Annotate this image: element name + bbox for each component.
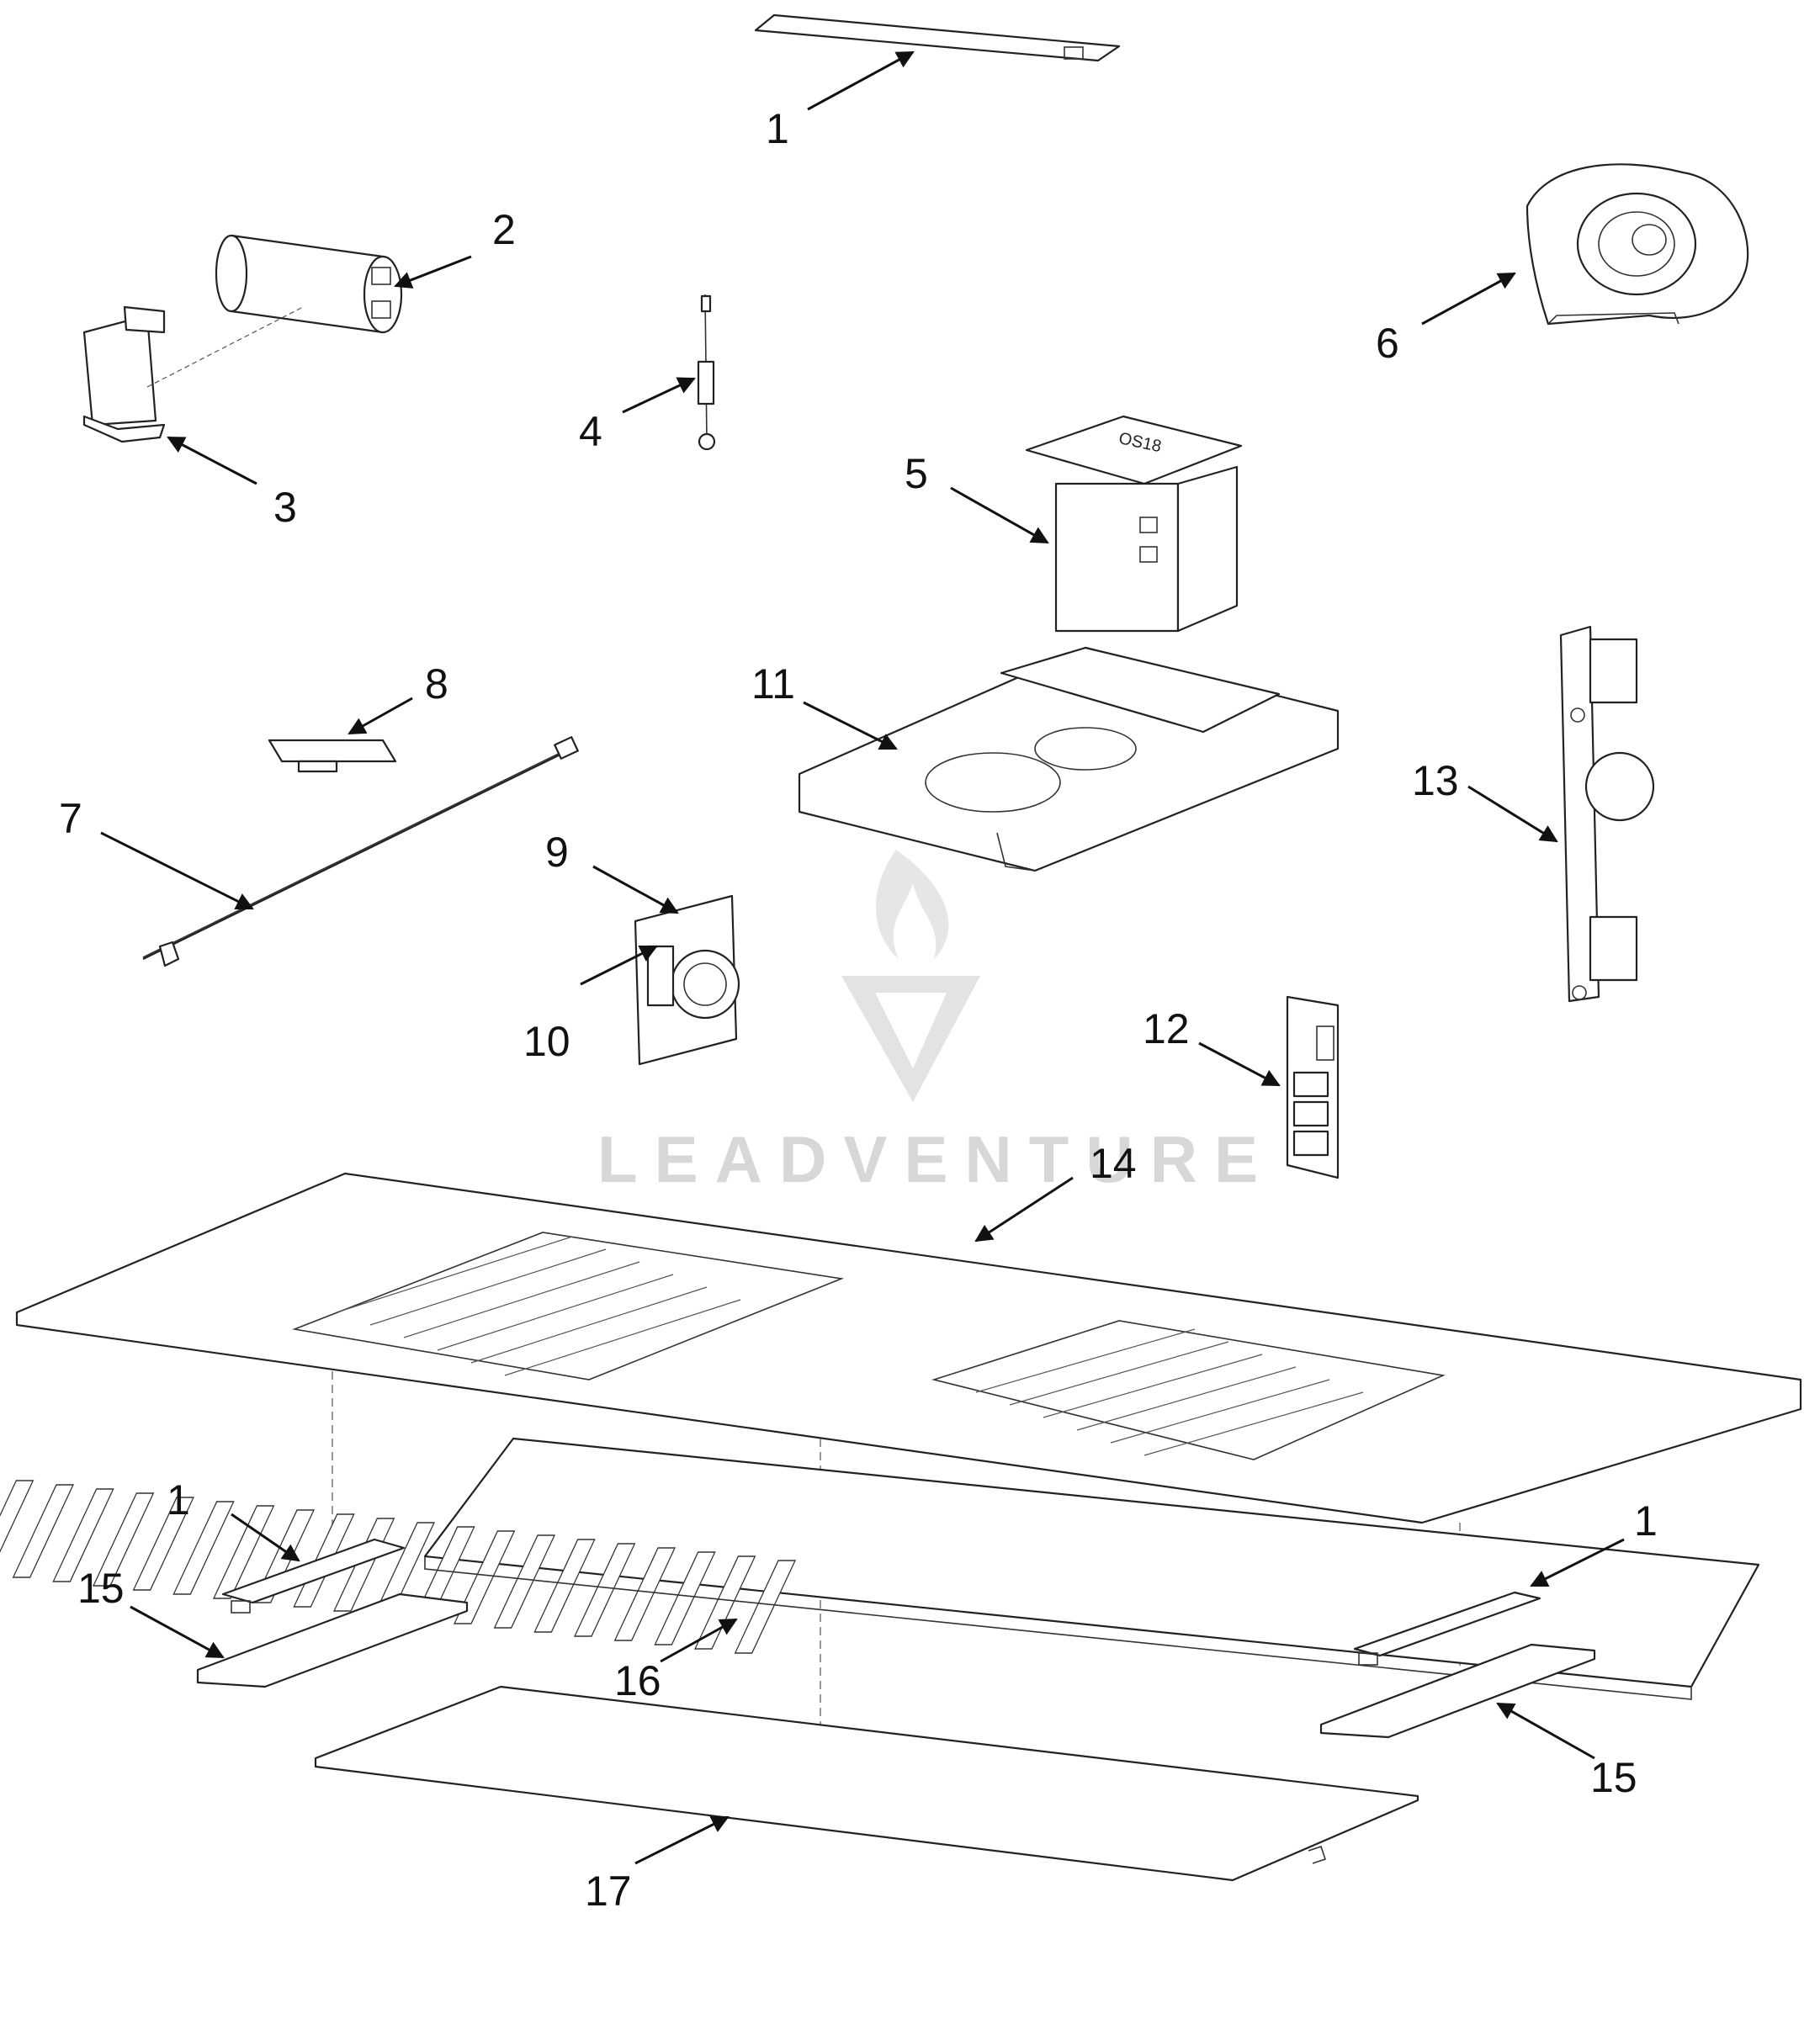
callout-13: 13 (1412, 757, 1459, 804)
callout-3: 3 (273, 484, 297, 531)
callout-1-top: 1 (766, 105, 789, 152)
part-17-gasket-sheet (314, 1685, 1419, 1882)
part-11-transformer-tray (798, 646, 1340, 872)
arrow-13 (1467, 785, 1558, 843)
arrow-12 (1198, 1041, 1281, 1087)
part-1-left-strip (221, 1538, 406, 1614)
arrow-5 (950, 486, 1049, 544)
callout-5: 5 (905, 450, 928, 497)
arrow-11 (803, 701, 898, 750)
part-15-right-pad (1319, 1643, 1596, 1739)
arrow-14 (974, 1176, 1074, 1243)
callout-12: 12 (1143, 1005, 1190, 1052)
part-2-capacitor (215, 234, 403, 334)
arrow-2 (394, 255, 472, 289)
arrow-6 (1421, 272, 1516, 326)
watermark-v-logo (841, 976, 980, 1102)
part-3-capacitor-bracket (82, 305, 304, 443)
callout-4: 4 (579, 408, 602, 455)
watermark: LEADVENTURE (597, 850, 1275, 1196)
base-pan-vent-pattern-left (336, 1236, 741, 1376)
part-5-transformer: OS18 (1025, 415, 1243, 633)
callout-9: 9 (545, 829, 569, 876)
part-9-10-switch-board (634, 894, 740, 1066)
part-7-temperature-sensor (142, 736, 579, 967)
callout-16: 16 (614, 1657, 661, 1704)
part-6-blower-fan (1526, 163, 1749, 326)
leader-arrows (100, 50, 1625, 1865)
part-15-left-pad (196, 1592, 469, 1688)
part-1-top-strip (754, 13, 1121, 62)
callout-labels: 1 2 3 4 5 6 7 8 9 10 11 12 13 14 1 1 15 … (59, 105, 1658, 1915)
part-4-diode (697, 294, 716, 451)
watermark-text: LEADVENTURE (597, 1122, 1275, 1196)
callout-17: 17 (585, 1868, 632, 1915)
arrow-9 (592, 865, 679, 914)
part-12-control-board (1286, 995, 1340, 1179)
arrow-3 (167, 436, 257, 485)
arrow-15-right (1496, 1702, 1595, 1760)
callout-11: 11 (751, 660, 795, 707)
part-1-right-strip (1353, 1591, 1541, 1666)
callout-6: 6 (1376, 320, 1399, 367)
callout-10: 10 (523, 1018, 570, 1065)
callout-2: 2 (492, 206, 516, 253)
arrow-15-left (130, 1605, 225, 1659)
callout-1-left: 1 (167, 1476, 190, 1524)
arrow-1-top (807, 50, 915, 111)
arrow-4 (622, 377, 696, 414)
arrow-1-right (1530, 1538, 1625, 1587)
arrow-16 (660, 1618, 738, 1663)
callout-8: 8 (425, 660, 448, 707)
callout-15-left: 15 (77, 1565, 125, 1612)
arrow-8 (348, 697, 413, 735)
watermark-flame-logo (875, 850, 949, 959)
callout-15-right: 15 (1590, 1754, 1637, 1801)
callout-7: 7 (59, 795, 82, 842)
base-pan-vent-pattern-right (975, 1328, 1364, 1456)
callout-1-right: 1 (1634, 1497, 1658, 1545)
callout-14: 14 (1090, 1140, 1137, 1187)
part-13-interlock-switch-bracket (1559, 625, 1655, 1003)
arrow-17 (634, 1815, 730, 1865)
arrow-1-left (231, 1513, 300, 1562)
arrow-10 (580, 945, 658, 986)
arrow-7 (100, 831, 254, 910)
part-8-bracket-plate (268, 739, 397, 773)
